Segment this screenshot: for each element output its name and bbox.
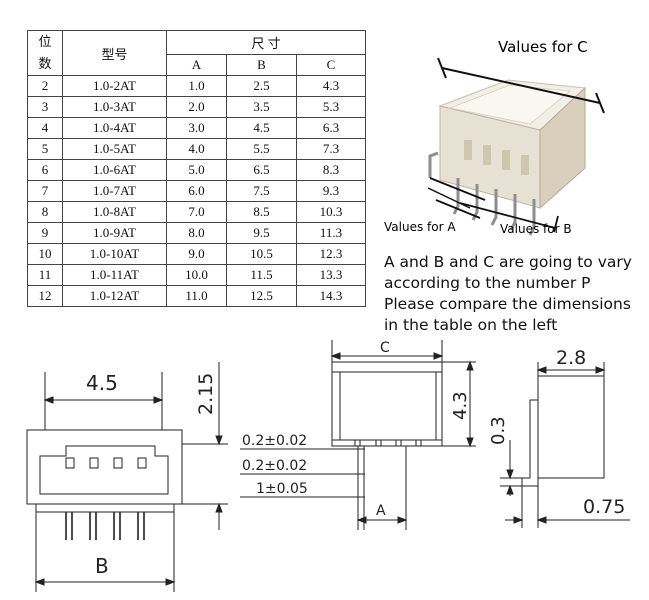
connector-ridge xyxy=(448,84,571,125)
front-dim-4-5: 4.5 xyxy=(86,371,118,395)
side-tol-1: 0.2±0.02 xyxy=(242,433,307,449)
side-tol-2: 0.2±0.02 xyxy=(242,458,307,474)
cell-c: 8.3 xyxy=(296,159,366,181)
cell-model: 1.0-8AT xyxy=(62,201,167,223)
table-header-row: 位 数 型号 尺 寸 xyxy=(27,30,366,76)
cell-c: 14.3 xyxy=(296,285,366,307)
header-position-char-2: 数 xyxy=(38,56,52,71)
header-position: 位 数 xyxy=(27,30,63,76)
profile-dim-2-8: 2.8 xyxy=(556,347,586,369)
header-position-char-1: 位 xyxy=(38,34,52,49)
label-values-for-b: Values for B xyxy=(500,222,572,236)
note-line-2: according to the number P xyxy=(384,274,591,292)
table-subheader-row: A B C xyxy=(28,54,366,76)
cell-b: 12.5 xyxy=(226,285,297,307)
dimension-line-a xyxy=(429,177,486,201)
cell-c: 5.3 xyxy=(296,96,366,118)
side-dim-a: A xyxy=(376,503,386,519)
cell-b: 6.5 xyxy=(226,159,297,181)
connector-photo: Values for C Values for A Values for B xyxy=(384,38,605,236)
note-line-1: A and B and C are going to vary xyxy=(384,253,632,271)
cell-a: 1.0 xyxy=(166,75,227,97)
profile-view xyxy=(500,362,630,528)
cell-model: 1.0-6AT xyxy=(62,159,167,181)
dimension-line-c xyxy=(441,67,601,104)
front-dim-b: B xyxy=(95,554,109,578)
connector-pins xyxy=(428,151,536,236)
cell-model: 1.0-3AT xyxy=(62,96,167,118)
profile-dim-0-75: 0.75 xyxy=(583,496,625,518)
note-line-4: in the table on the left xyxy=(384,316,558,334)
cell-c: 13.3 xyxy=(296,264,366,286)
connector-side-face xyxy=(539,86,586,210)
dimension-line-b xyxy=(459,202,556,229)
cell-pos: 12 xyxy=(27,285,63,307)
cell-model: 1.0-5AT xyxy=(62,138,167,160)
profile-dim-0-3: 0.3 xyxy=(488,416,509,445)
header-model: 型号 xyxy=(62,30,167,76)
cell-c: 9.3 xyxy=(296,180,366,202)
cell-a: 11.0 xyxy=(166,285,227,307)
note-line-3: Please compare the dimensions xyxy=(384,295,631,313)
cell-b: 5.5 xyxy=(226,138,297,160)
side-view xyxy=(240,340,476,530)
cell-model: 1.0-12AT xyxy=(62,285,167,307)
connector-slots xyxy=(464,140,529,175)
side-dim-c: C xyxy=(380,340,390,356)
cell-model: 1.0-2AT xyxy=(62,75,167,97)
cell-b: 4.5 xyxy=(226,117,297,139)
side-tol-3: 1±0.05 xyxy=(256,481,308,497)
label-values-for-c: Values for C xyxy=(498,38,588,56)
front-view xyxy=(26,362,228,592)
header-dimension: 尺 寸 xyxy=(166,30,366,55)
label-values-for-a: Values for A xyxy=(384,220,456,234)
side-dim-4-3: 4.3 xyxy=(450,391,471,420)
front-dim-2-15: 2.15 xyxy=(195,373,217,415)
